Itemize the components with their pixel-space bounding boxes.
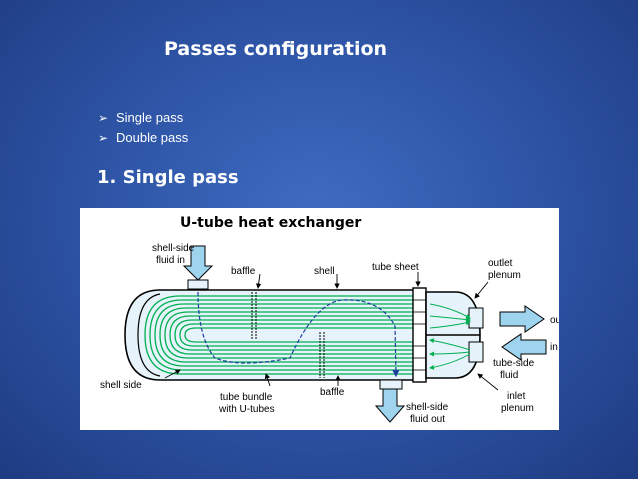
tube-bundle-label: tube bundle: [220, 392, 273, 403]
bullet-list: ➢ Single pass ➢ Double pass: [98, 108, 188, 148]
shell-outlet-label: shell-side: [406, 402, 449, 413]
tube-side-fluid-label: fluid: [500, 370, 518, 381]
leader-lines: [164, 272, 499, 391]
tube-side-fluid-label: tube-side: [493, 358, 535, 369]
arrow-bullet-icon: ➢: [98, 131, 109, 145]
inlet-nozzle: [468, 341, 484, 363]
shell-label: shell: [314, 266, 335, 277]
tube-bundle-label: with U-tubes: [218, 404, 275, 415]
bullet-item: ➢ Single pass: [98, 108, 188, 128]
shell-inlet-nozzle: [187, 279, 209, 290]
inlet-plenum-label: inlet: [507, 391, 526, 402]
outlet-nozzle: [468, 307, 484, 329]
tube-inlet-arrow-icon: [501, 333, 547, 361]
section-heading: 1. Single pass: [97, 167, 239, 188]
bullet-text: Double pass: [116, 130, 189, 145]
baffle-label: baffle: [320, 387, 345, 398]
shell-outlet-arrow-icon: [374, 388, 406, 423]
bullet-item: ➢ Double pass: [98, 128, 188, 148]
shell-side-label: shell side: [100, 380, 142, 391]
outlet-plenum-label: plenum: [488, 270, 521, 281]
diagram-title: U-tube heat exchanger: [180, 215, 361, 231]
slide-title: Passes configuration: [164, 38, 388, 60]
tube-sheet-holes: [413, 299, 426, 371]
u-tube-bundle: [144, 295, 425, 375]
shell-side-flow-path: [197, 291, 400, 378]
tube-sheet: [412, 287, 427, 383]
shell-outlet-nozzle: [379, 379, 403, 390]
tube-sheet-label: tube sheet: [372, 262, 419, 273]
in-label: in: [550, 342, 558, 353]
shell-inlet-label: fluid in: [156, 255, 185, 266]
baffle-plates: [251, 292, 325, 378]
shell-inlet-label: shell-side: [152, 243, 195, 254]
arrow-bullet-icon: ➢: [98, 111, 109, 125]
shell-inlet-arrow-icon: [182, 245, 214, 281]
outlet-plenum-label: outlet: [488, 258, 513, 269]
diagram-svg: U-tube heat exchanger: [100, 215, 559, 425]
out-label: out: [550, 315, 559, 326]
baffle-label: baffle: [231, 266, 256, 277]
heat-exchanger-diagram: U-tube heat exchanger: [80, 208, 559, 430]
shell-head: [137, 293, 161, 377]
plenum-flow-lines: [429, 303, 471, 370]
bullet-text: Single pass: [116, 110, 184, 125]
tube-outlet-arrow-icon: [499, 305, 545, 333]
shell-outlet-label: fluid out: [410, 414, 445, 425]
inlet-plenum-label: plenum: [501, 403, 534, 414]
